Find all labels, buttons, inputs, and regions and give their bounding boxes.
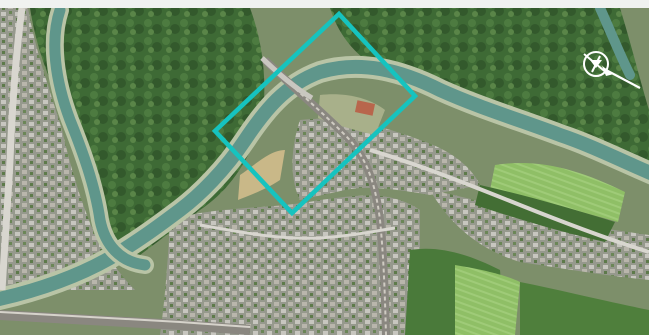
residential-east: [430, 190, 649, 280]
rail-yard: [0, 310, 251, 335]
field-east-light: [490, 163, 625, 222]
north-arrow-icon: [583, 51, 641, 89]
residential-west: [0, 8, 135, 290]
highway-west: [0, 7, 26, 291]
river-east: [595, 3, 635, 80]
open-lot: [238, 150, 285, 200]
rail-line: [262, 57, 390, 335]
rail-yard: [0, 311, 251, 328]
river-loop-west: [49, 4, 151, 271]
field-southeast-far: [520, 282, 649, 335]
road-east: [369, 148, 649, 254]
compass-control[interactable]: [578, 44, 644, 92]
city-centre: [292, 118, 480, 200]
field-southeast-light: [455, 265, 520, 335]
sports-field: [354, 100, 376, 116]
selection-area[interactable]: [211, 10, 419, 217]
road-south: [199, 223, 396, 240]
bridge: [260, 56, 314, 101]
map-frame-top: [0, 0, 649, 8]
forest-northeast: [330, 8, 649, 165]
